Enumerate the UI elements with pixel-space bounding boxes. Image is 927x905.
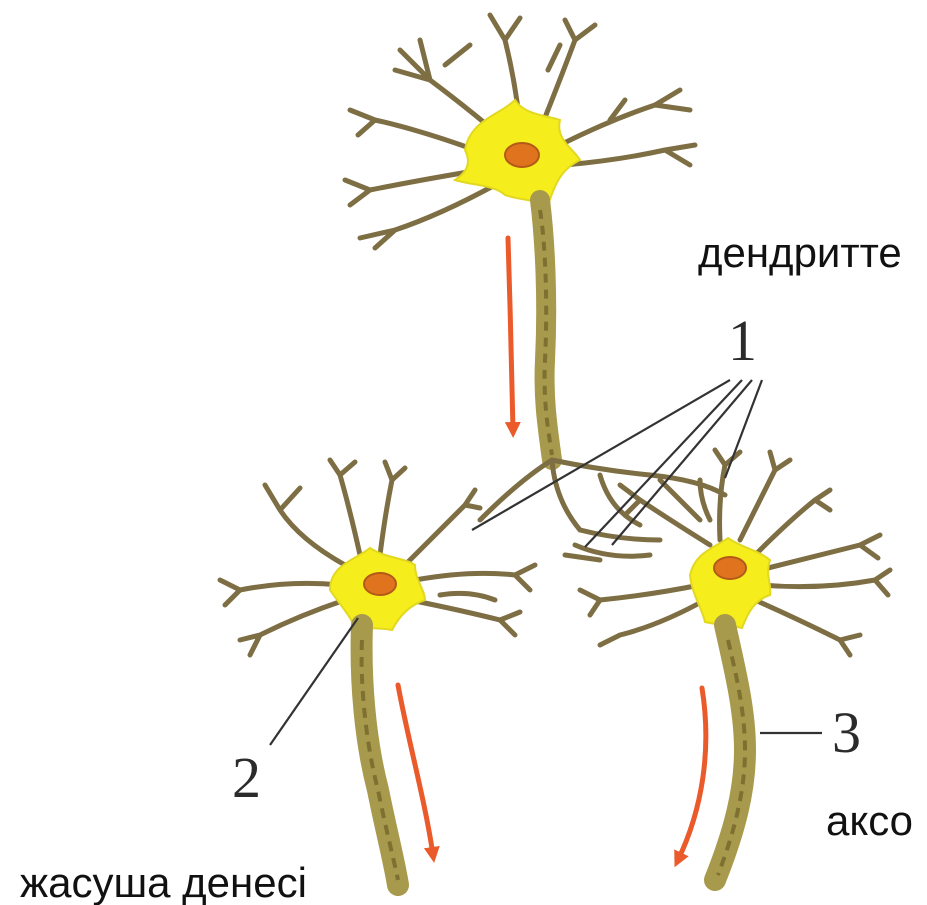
leader-1d — [725, 380, 762, 478]
left-neuron-nucleus — [364, 573, 396, 595]
leader-2 — [270, 618, 358, 745]
arrow-right-icon — [678, 688, 706, 860]
top-neuron-nucleus — [505, 143, 539, 167]
marker-1: 1 — [728, 308, 757, 373]
right-neuron-nucleus — [714, 557, 746, 579]
marker-3: 3 — [832, 700, 861, 765]
label-cell-body: жасуша денесі — [20, 862, 307, 904]
left-neuron-axon — [362, 625, 398, 885]
axon-terminal-branches — [480, 460, 725, 560]
left-neuron — [220, 460, 535, 885]
label-dendrites: дендритте — [698, 232, 902, 274]
arrow-top-icon — [508, 238, 513, 430]
marker-2: 2 — [232, 745, 261, 810]
label-axon: аксо — [826, 800, 913, 842]
arrow-left-icon — [398, 685, 433, 855]
